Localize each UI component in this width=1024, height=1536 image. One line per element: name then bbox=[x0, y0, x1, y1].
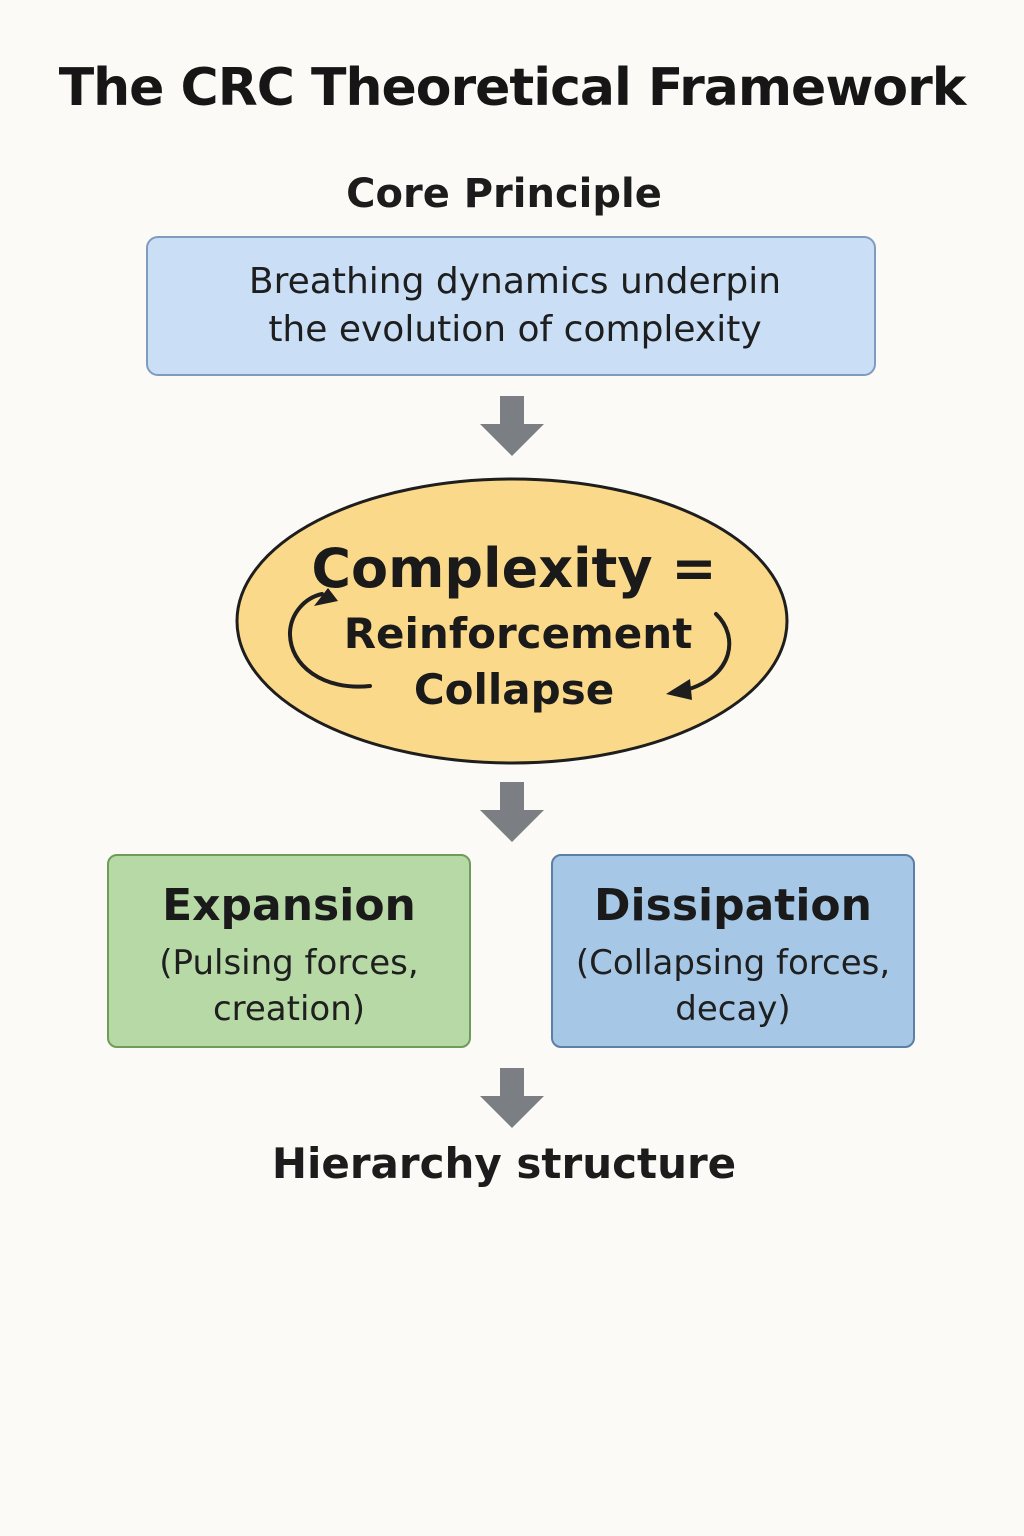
expansion-heading: Expansion bbox=[162, 880, 416, 931]
expansion-description: (Pulsing forces, creation) bbox=[159, 943, 419, 1029]
down-arrow-icon bbox=[480, 1068, 544, 1128]
equation-reinforcement: Reinforcement bbox=[343, 609, 693, 658]
down-arrow-icon bbox=[480, 782, 544, 842]
diagram-title: The CRC Theoretical Framework bbox=[58, 58, 967, 118]
cycle-arrow-right-icon bbox=[666, 612, 732, 700]
down-arrow-icon bbox=[480, 396, 544, 456]
equation-collapse: Collapse bbox=[413, 665, 615, 714]
core-principle-label: Core Principle bbox=[346, 171, 662, 217]
dissipation-description: (Collapsing forces, decay) bbox=[575, 943, 891, 1029]
hierarchy-structure-label: Hierarchy structure bbox=[271, 1139, 737, 1188]
equation-complexity: Complexity = bbox=[311, 537, 717, 600]
dissipation-heading: Dissipation bbox=[594, 880, 872, 931]
dissipation-box: Dissipation (Collapsing forces, decay) bbox=[551, 854, 915, 1048]
expansion-box: Expansion (Pulsing forces, creation) bbox=[107, 854, 471, 1048]
complexity-ellipse bbox=[235, 477, 789, 765]
core-principle-text: Breathing dynamics underpin the evolutio… bbox=[248, 261, 782, 350]
core-principle-box: Breathing dynamics underpin the evolutio… bbox=[146, 236, 876, 376]
cycle-arrow-left-icon bbox=[287, 588, 372, 689]
